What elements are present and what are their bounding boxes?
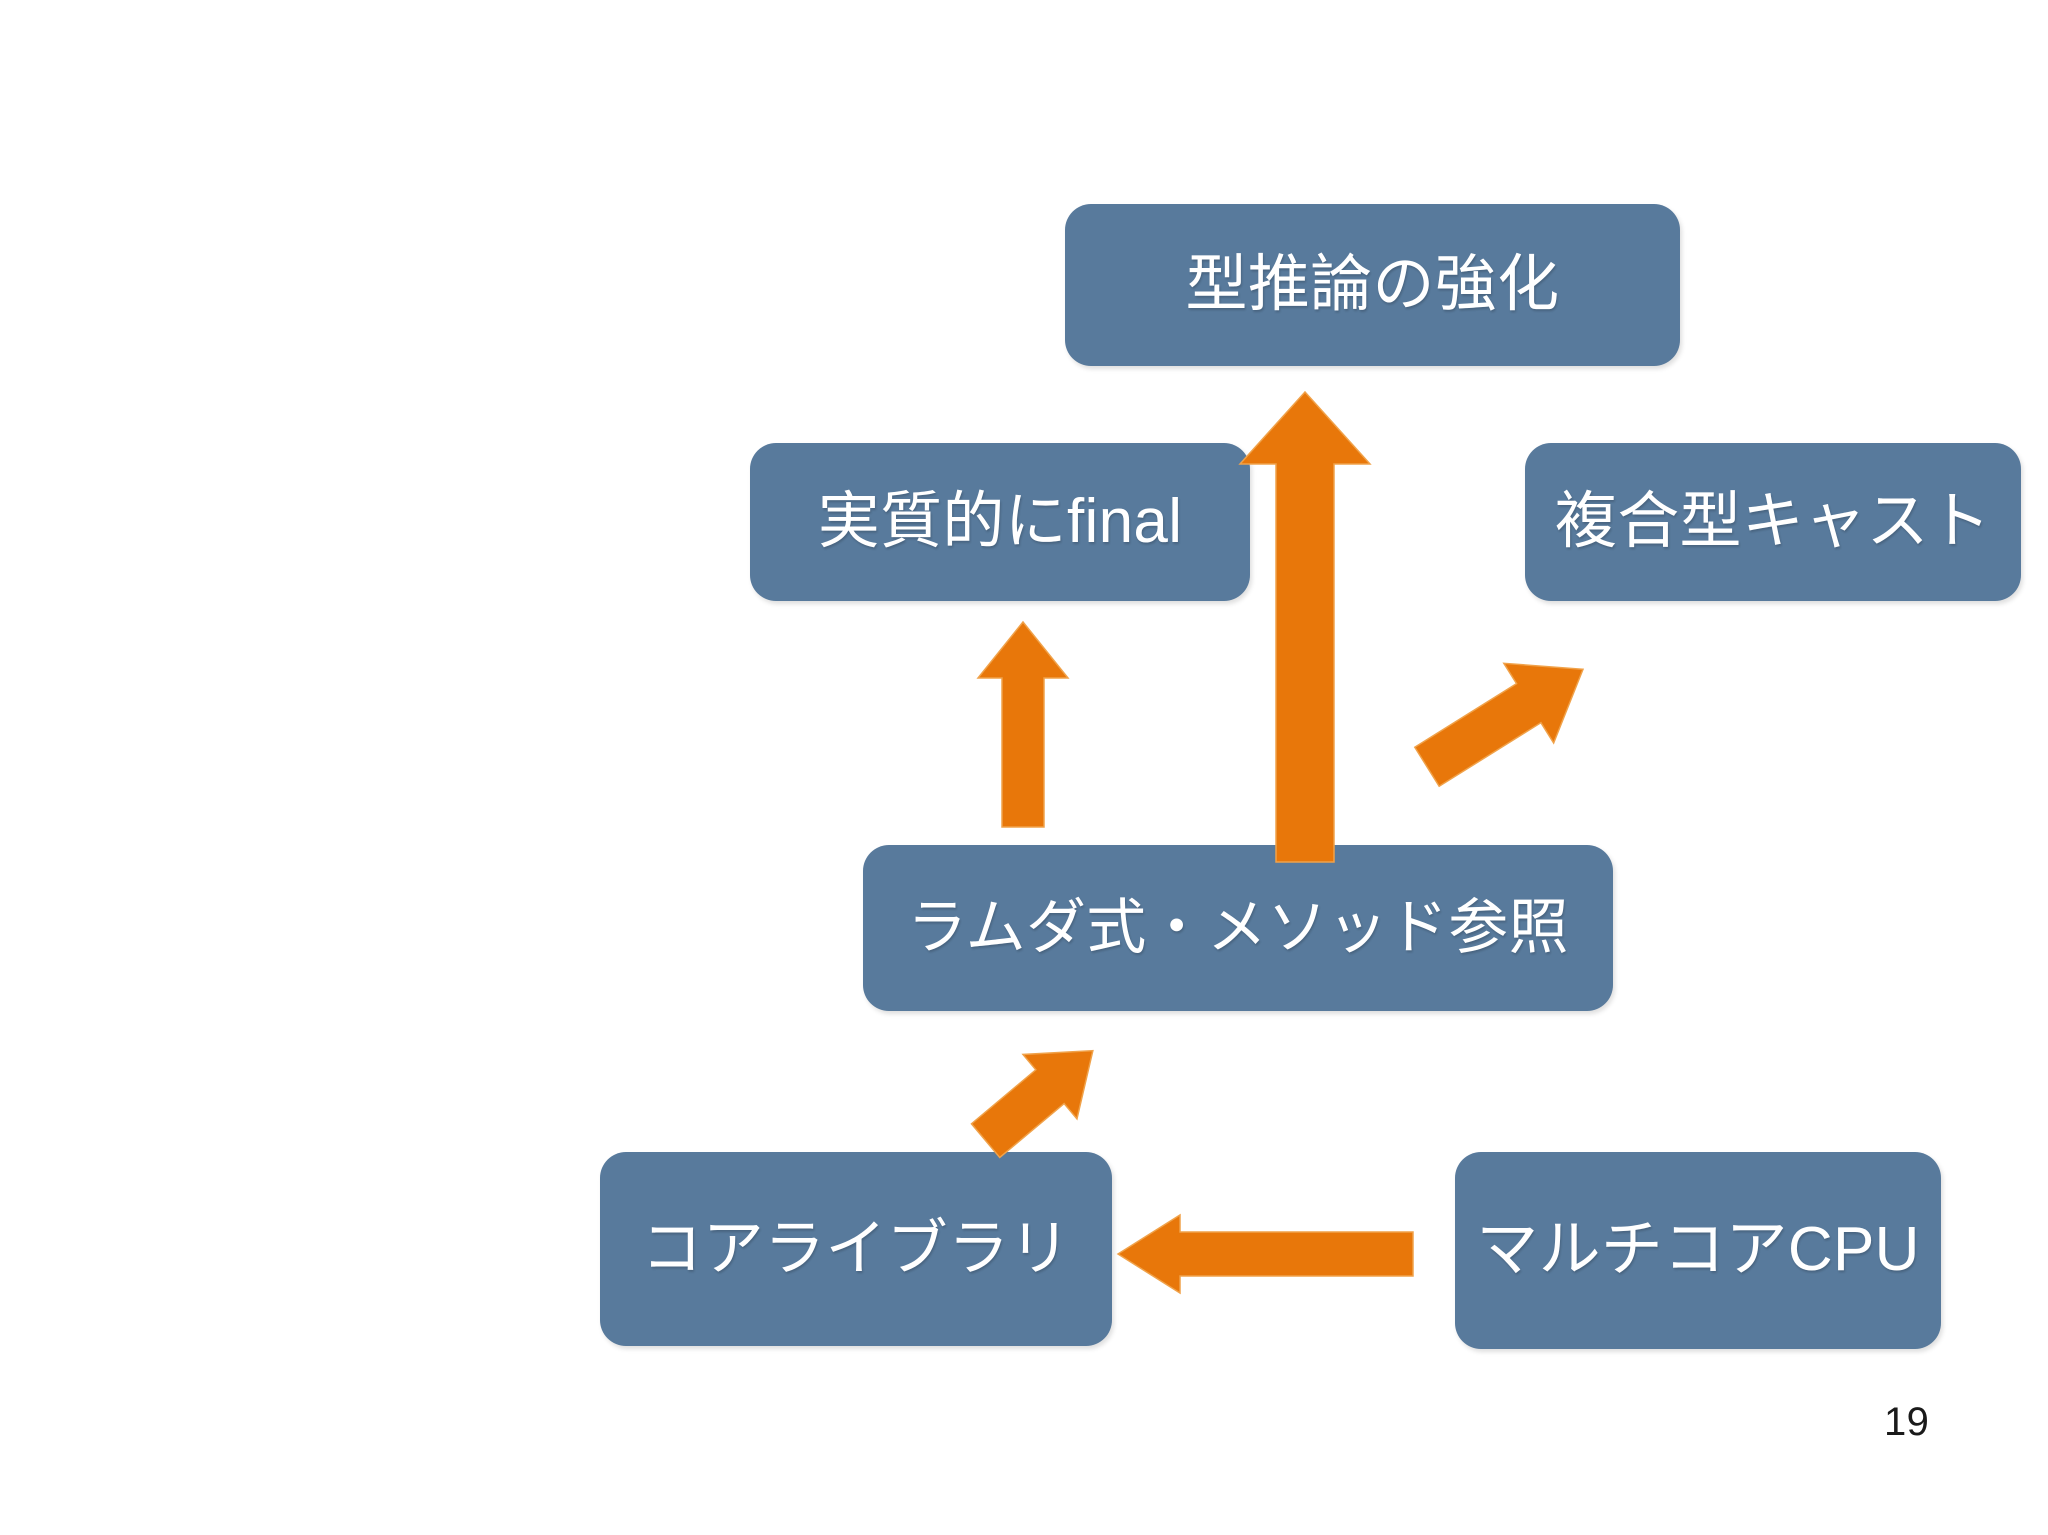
node-lambda-method-reference-label: ラムダ式・メソッド参照: [907, 894, 1569, 961]
node-type-inference-label: 型推論の強化: [1185, 249, 1560, 319]
node-multicore-cpu[interactable]: マルチコアCPU: [1455, 1152, 1941, 1349]
node-effectively-final[interactable]: 実質的にfinal: [750, 443, 1250, 601]
node-core-library[interactable]: コアライブラリ: [600, 1152, 1112, 1346]
arrow-up-lambda-to-effectively-final: [976, 620, 1070, 828]
arrow-left-multicore-cpu-to-core-library: [1116, 1213, 1414, 1295]
node-compound-cast[interactable]: 複合型キャスト: [1525, 443, 2021, 601]
arrow-up-right-core-library-to-lambda: [970, 1020, 1110, 1170]
page-number: 19: [1884, 1400, 1930, 1444]
node-core-library-label: コアライブラリ: [641, 1214, 1071, 1283]
node-type-inference[interactable]: 型推論の強化: [1065, 204, 1680, 366]
node-effectively-final-label: 実質的にfinal: [817, 486, 1183, 556]
node-compound-cast-label: 複合型キャスト: [1554, 486, 1992, 556]
node-multicore-cpu-label: マルチコアCPU: [1476, 1215, 1920, 1285]
arrow-up-right-lambda-to-compound-cast: [1410, 618, 1600, 818]
arrow-up-lambda-to-type-inference: [1238, 390, 1372, 863]
node-lambda-method-reference[interactable]: ラムダ式・メソッド参照: [863, 845, 1613, 1011]
